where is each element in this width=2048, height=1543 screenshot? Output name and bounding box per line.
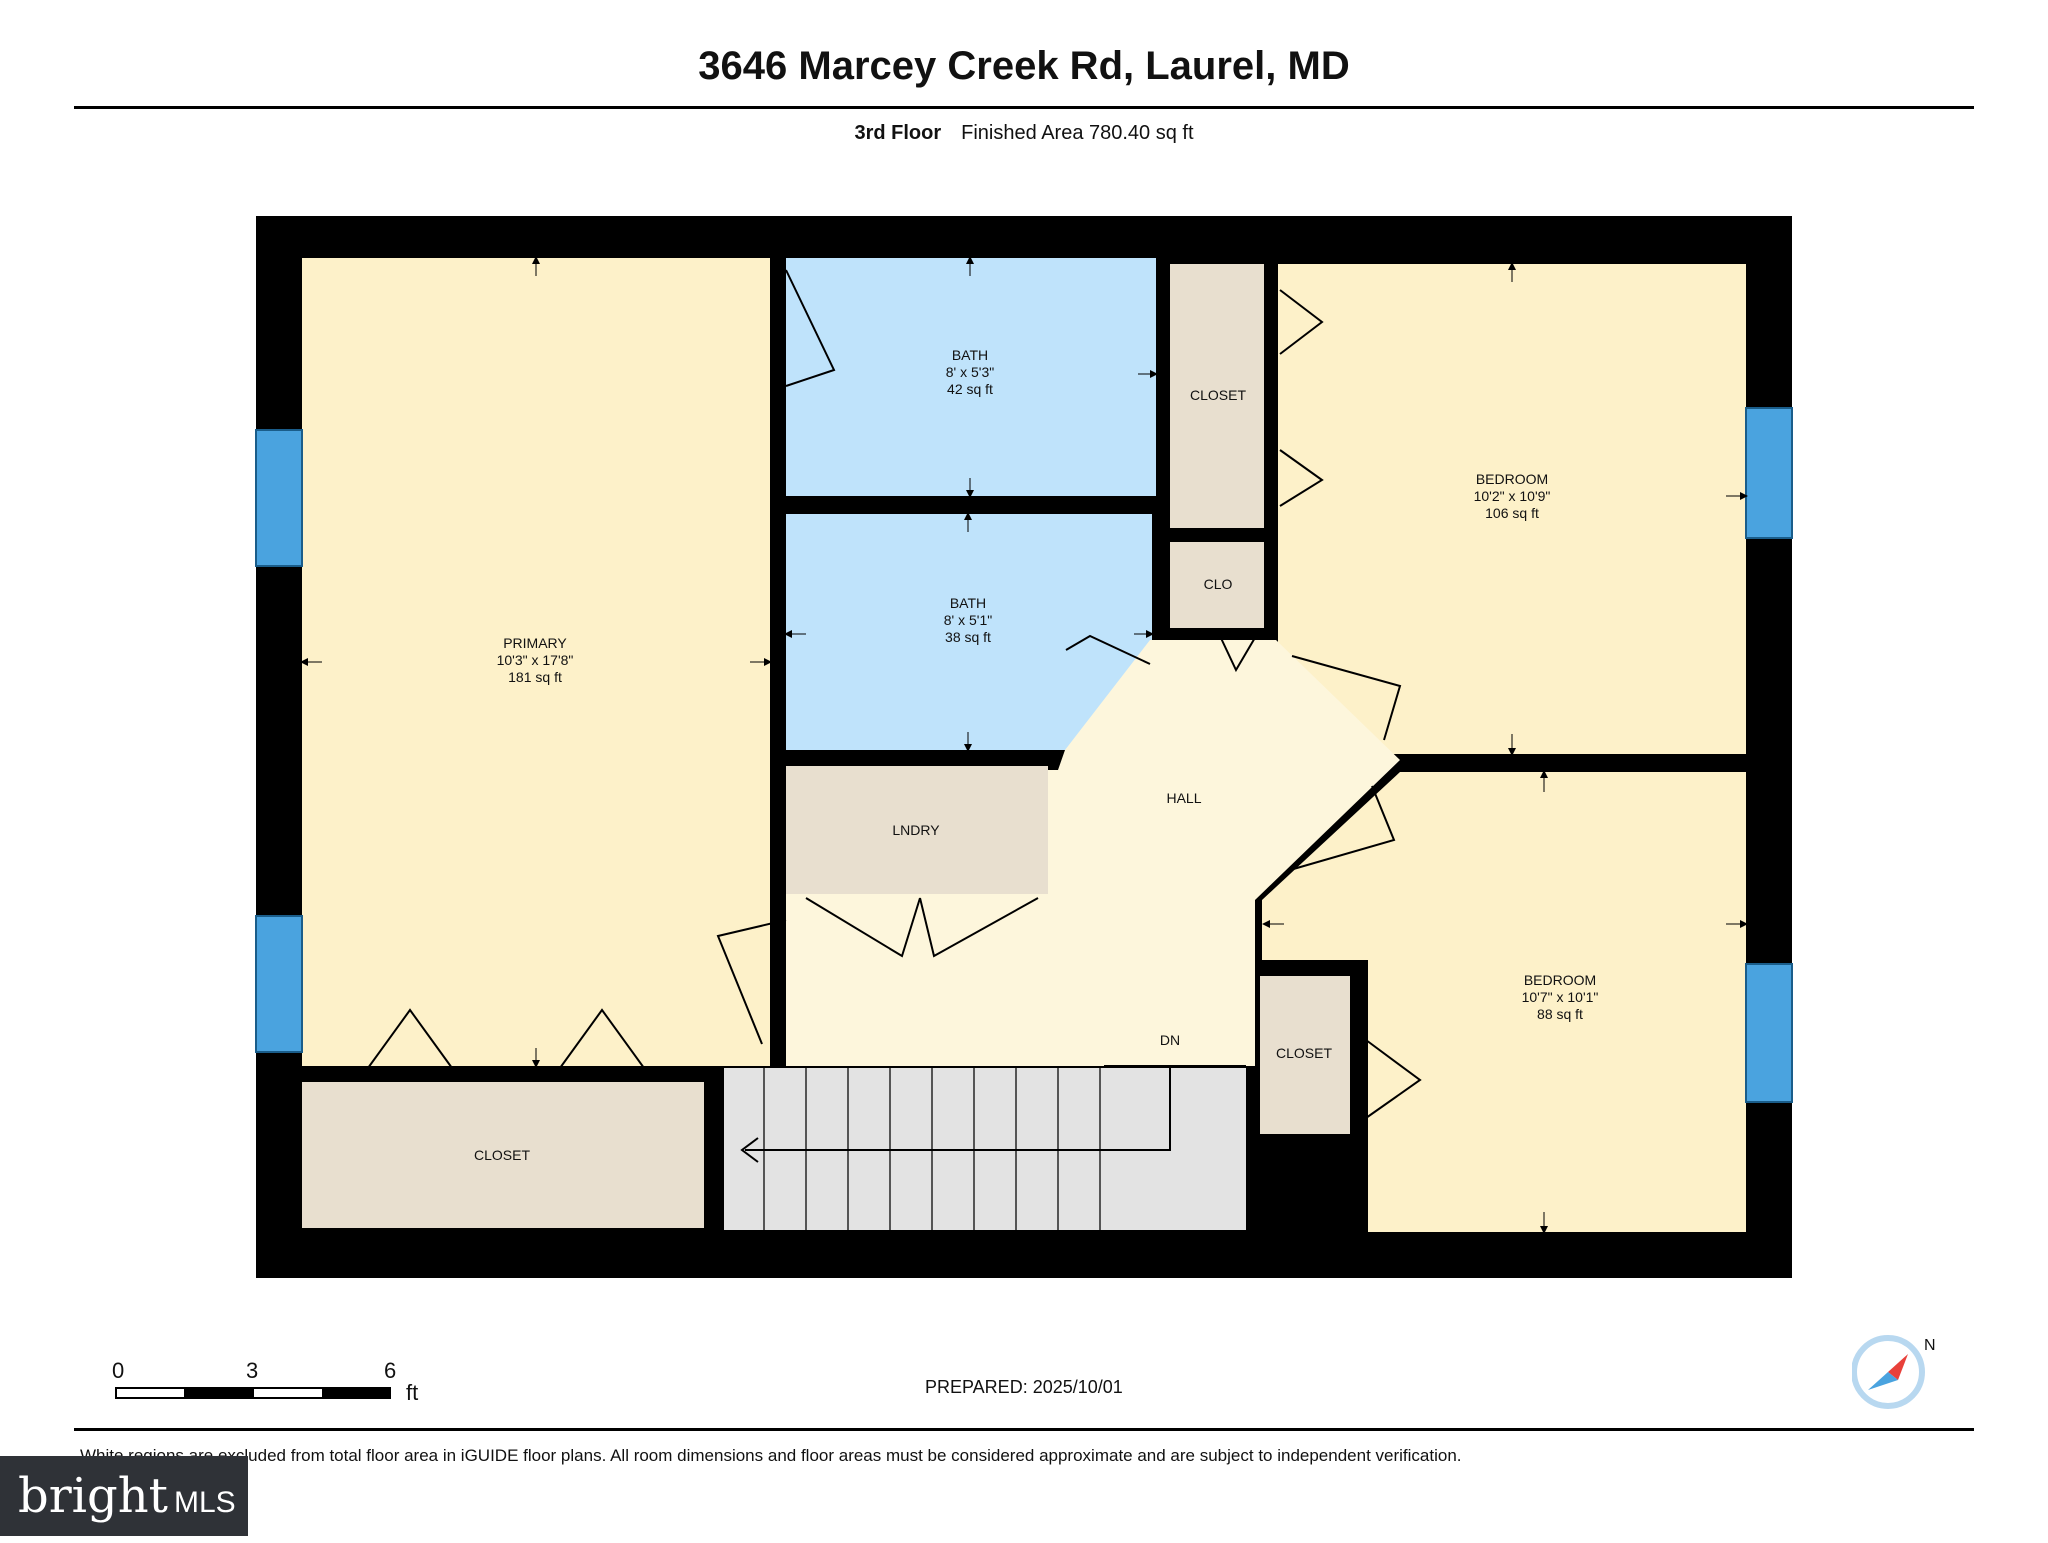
closet-bed2-label: CLOSET xyxy=(1276,1045,1332,1061)
bedroom1-dims: 10'2" x 10'9" xyxy=(1474,488,1551,504)
brand-name: bright xyxy=(18,1468,168,1524)
floor-info: 3rd Floor Finished Area 780.40 sq ft xyxy=(0,122,2048,145)
scale-tick-3: 3 xyxy=(246,1358,259,1383)
stair-direction-line xyxy=(745,1066,1171,1151)
bedroom2-area: 88 sq ft xyxy=(1537,1006,1583,1022)
bath1-name: BATH xyxy=(952,347,988,363)
bedroom-1 xyxy=(1278,264,1746,754)
primary-name: PRIMARY xyxy=(503,635,567,651)
bath2-area: 38 sq ft xyxy=(945,629,991,645)
bath2-dims: 8' x 5'1" xyxy=(944,612,992,628)
lndry-label: LNDRY xyxy=(892,822,940,838)
compass-icon: N xyxy=(1852,1335,1936,1409)
bath-2 xyxy=(786,514,1152,750)
hall-area xyxy=(786,640,1400,1066)
bath1-area: 42 sq ft xyxy=(947,381,993,397)
closet-bed2 xyxy=(1260,976,1350,1134)
disclaimer-text: White regions are excluded from total fl… xyxy=(80,1446,1462,1465)
bedroom-2 xyxy=(1262,772,1746,1232)
bath-1 xyxy=(786,258,1156,496)
prepared-date: PREPARED: 2025/10/01 xyxy=(925,1377,1123,1397)
floor-label: 3rd Floor xyxy=(854,122,942,144)
bedroom2-name: BEDROOM xyxy=(1524,972,1596,988)
scale-unit: ft xyxy=(406,1380,419,1405)
scale-bar xyxy=(115,1387,391,1399)
hall-label: HALL xyxy=(1166,790,1201,806)
windows xyxy=(255,407,1793,1103)
stair-arrow-icon xyxy=(740,1137,759,1163)
primary-area: 181 sq ft xyxy=(508,669,562,685)
closet-top xyxy=(1170,264,1264,528)
primary-room xyxy=(302,258,770,1066)
scale-tick-6: 6 xyxy=(384,1358,397,1383)
page-title: 3646 Marcey Creek Rd, Laurel, MD xyxy=(698,44,1350,88)
door-swings xyxy=(367,269,1422,1119)
primary-dims: 10'3" x 17'8" xyxy=(497,652,574,668)
dn-label: DN xyxy=(1160,1032,1180,1048)
bedroom1-name: BEDROOM xyxy=(1476,471,1548,487)
scale-tick-0: 0 xyxy=(112,1358,125,1383)
dimension-arrows xyxy=(300,256,1748,1234)
finished-area: Finished Area 780.40 sq ft xyxy=(961,122,1194,144)
closet-top-label: CLOSET xyxy=(1190,387,1246,403)
laundry-room xyxy=(786,766,1048,894)
bedroom1-area: 106 sq ft xyxy=(1485,505,1539,521)
title-divider xyxy=(74,106,1974,109)
closet-primary-label: CLOSET xyxy=(474,1147,530,1163)
closet-primary xyxy=(302,1082,704,1228)
compass-north-label: N xyxy=(1924,1337,1936,1354)
bath2-name: BATH xyxy=(950,595,986,611)
clo-label: CLO xyxy=(1204,576,1233,592)
footer-divider xyxy=(74,1428,1974,1431)
clo-room xyxy=(1170,542,1264,628)
bedroom2-dims: 10'7" x 10'1" xyxy=(1522,989,1599,1005)
bath1-dims: 8' x 5'3" xyxy=(946,364,994,380)
brand-mls: MLS xyxy=(173,1486,236,1519)
